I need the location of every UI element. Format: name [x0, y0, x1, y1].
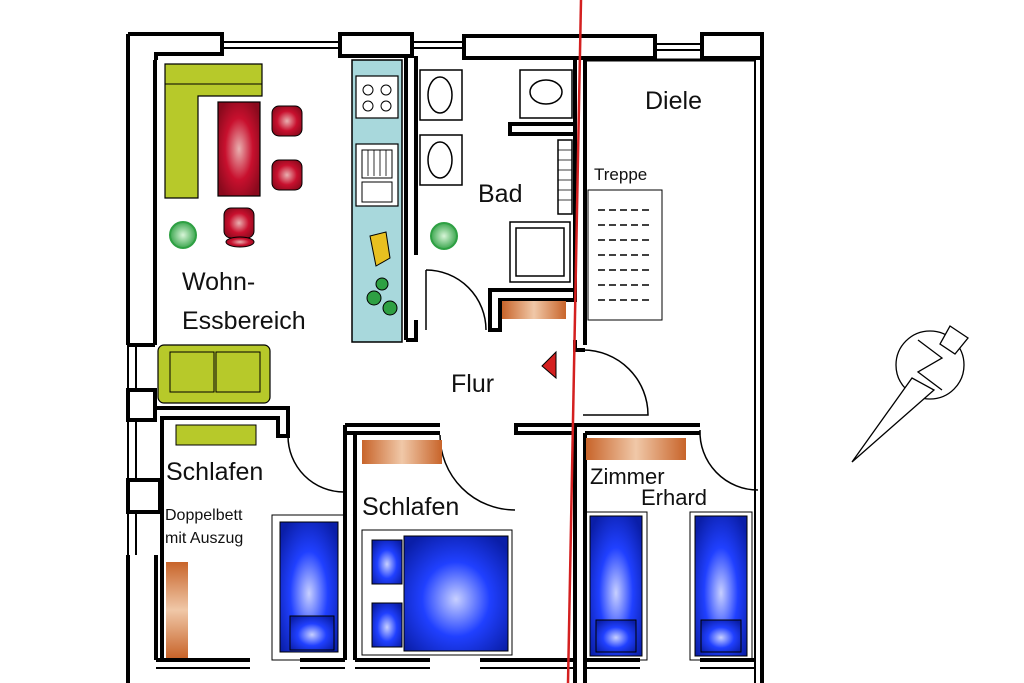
room-label-diele: Diele [645, 87, 702, 115]
right-bedroom-furniture [584, 438, 753, 661]
room-label-doppelbett: Doppelbett [165, 507, 243, 524]
room-label-bad: Bad [478, 180, 523, 208]
north-arrow-icon [851, 325, 969, 463]
room-label-erhard: Erhard [641, 485, 708, 510]
outer-walls [126, 32, 764, 683]
plant-icon [169, 221, 197, 249]
wardrobe-bath [502, 301, 566, 319]
sofa-lower [157, 344, 271, 404]
plant-icon [430, 222, 458, 250]
room-label-essbereich: Essbereich [182, 307, 306, 335]
room-label-schlafen-middle: Schlafen [362, 493, 460, 521]
room-label-wohn: Wohn- [182, 268, 256, 296]
room-label-schlafen-left: Schlafen [166, 458, 264, 486]
section-line [566, 0, 583, 683]
dining-chairs [223, 105, 303, 248]
room-label-flur: Flur [451, 370, 495, 398]
stairs [587, 189, 663, 321]
room-label-treppe: Treppe [594, 165, 648, 184]
bathroom-fixtures [419, 69, 573, 283]
middle-bedroom-furniture [361, 440, 513, 656]
entrance-triangle-icon [541, 350, 557, 380]
left-bedroom-furniture [166, 424, 345, 661]
room-label-zimmer: Zimmer [590, 464, 665, 489]
room-label-mit-auszug: mit Auszug [165, 530, 244, 547]
kitchen-counter [351, 59, 403, 343]
dining-table [217, 101, 261, 197]
corner-sofa [164, 63, 263, 199]
